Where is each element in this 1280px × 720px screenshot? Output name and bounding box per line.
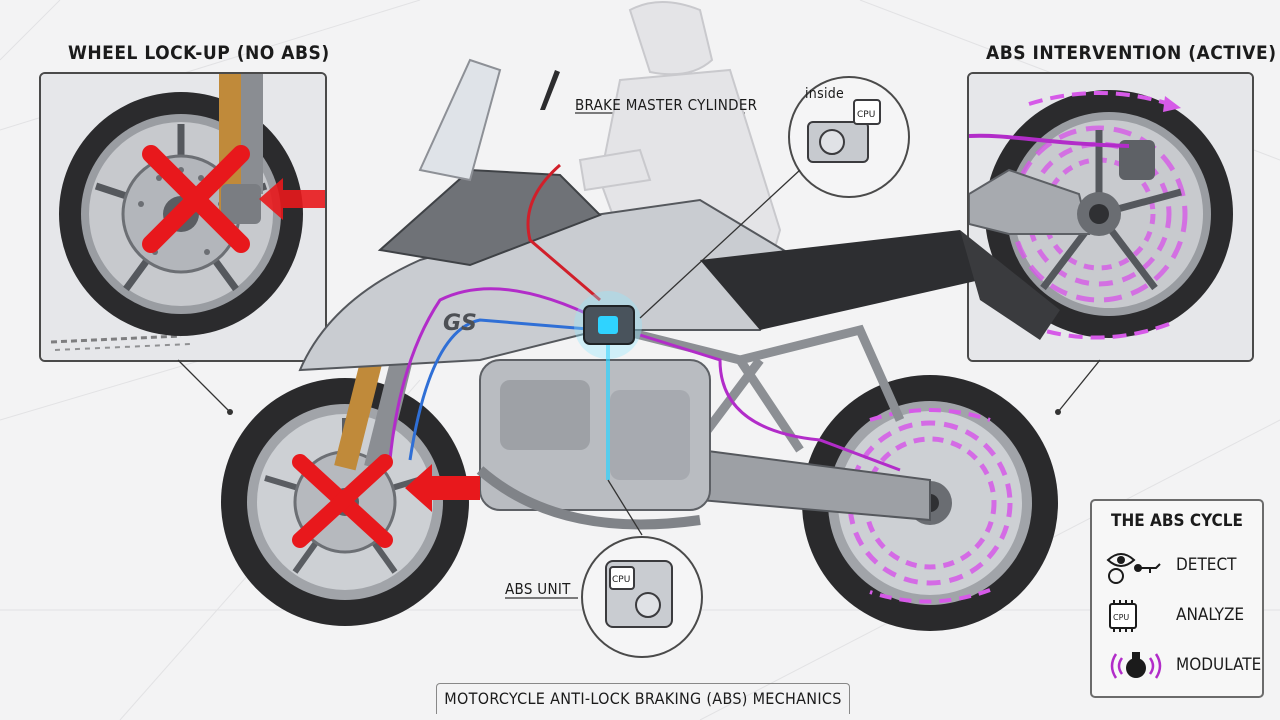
legend-row-detect: DETECT [1104, 546, 1254, 586]
abs-inside-callout: CPU [788, 76, 910, 198]
eye-wheel-sensor-icon [1106, 553, 1161, 584]
legend-title: THE ABS CYCLE [1111, 511, 1243, 531]
inside-label: inside [805, 86, 845, 102]
engine-block [476, 359, 711, 530]
legend-row-modulate: MODULATE [1104, 646, 1261, 686]
brake-master-cylinder-label: BRAKE MASTER CYLINDER [575, 96, 758, 114]
abs-module [574, 291, 642, 359]
cpu-chip-icon: CPU [1109, 600, 1137, 632]
abs-intervention-title: ABS INTERVENTION (ACTIVE) [986, 42, 1277, 64]
pulsing-valve-icon [1110, 652, 1162, 679]
footer-title: MOTORCYCLE ANTI-LOCK BRAKING (ABS) MECHA… [436, 683, 850, 714]
abs-unit-cpu-label: CPU [612, 575, 630, 585]
legend-cpu-text: CPU [1113, 613, 1129, 622]
legend-label-analyze: ANALYZE [1176, 605, 1245, 625]
front-lock-x-mark [292, 454, 393, 548]
legend-label-modulate: MODULATE [1176, 655, 1262, 675]
legend-row-analyze: CPU ANALYZE [1104, 596, 1254, 636]
gs-badge: GS [443, 311, 477, 336]
legend-label-detect: DETECT [1176, 555, 1237, 575]
sensor-line-front [388, 287, 601, 461]
signal-line-blue [408, 318, 601, 461]
abs-unit-callout: CPU [581, 536, 703, 658]
abs-cycle-legend: THE ABS CYCLE DETECT CPU ANALYZE [1090, 499, 1264, 698]
sensor-line-rear [639, 333, 901, 472]
front-brake-force-arrow [405, 464, 480, 512]
hydraulic-brake-line [526, 163, 601, 302]
inside-cpu-label: CPU [857, 110, 875, 120]
abs-unit-label: ABS UNIT [505, 580, 571, 598]
wheel-lockup-title: WHEEL LOCK-UP (NO ABS) [68, 42, 330, 64]
locked-wheel-illustration [41, 74, 325, 360]
wheel-lockup-inset [39, 72, 327, 362]
